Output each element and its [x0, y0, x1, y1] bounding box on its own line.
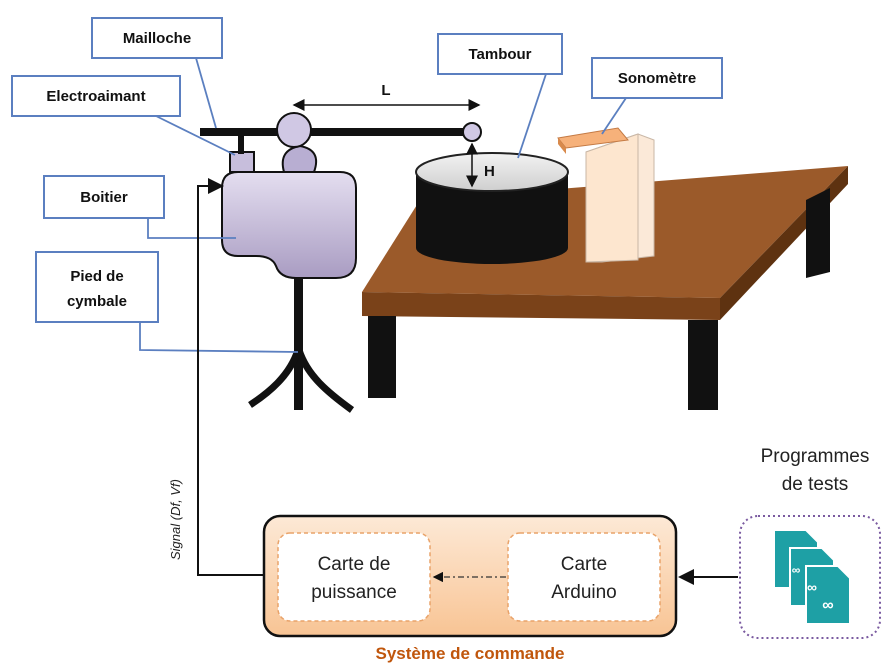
table-leg-back-right	[806, 188, 830, 278]
cymbal-stand	[248, 278, 355, 413]
label-pied-line2: cymbale	[67, 293, 127, 310]
programs-label-line2: de tests	[782, 474, 849, 495]
leader-tambour	[517, 73, 547, 159]
table-leg-front-right	[688, 320, 718, 410]
arduino-card-label-line1: Carte	[561, 554, 607, 575]
svg-text:∞: ∞	[822, 597, 833, 614]
table-front-edge	[362, 292, 720, 320]
leader-electroaimant	[155, 115, 236, 156]
label-mailloche: Mailloche	[123, 30, 191, 47]
height-label: H	[484, 163, 495, 180]
svg-text:∞: ∞	[792, 563, 801, 577]
control-system-title: Système de commande	[376, 644, 565, 663]
arduino-card-box	[507, 532, 661, 622]
label-box-sonometre	[591, 57, 723, 99]
leader-pied	[139, 322, 299, 353]
power-card-label-line1: Carte de	[318, 554, 391, 575]
power-card-label-line2: puissance	[311, 582, 397, 603]
drum	[415, 152, 569, 264]
arduino-card-label-line2: Arduino	[551, 582, 617, 603]
label-box-electroaimant	[11, 75, 181, 117]
label-pied-line1: Pied de	[70, 268, 123, 285]
label-box-mailloche	[91, 17, 223, 59]
boitier-neck	[281, 144, 318, 173]
label-tambour: Tambour	[468, 46, 531, 63]
programs-label-line1: Programmes	[761, 446, 870, 467]
power-card-box	[277, 532, 431, 622]
signal-label: Signal (Df, Vf)	[168, 479, 183, 560]
label-box-boitier	[43, 175, 165, 219]
svg-text:∞: ∞	[807, 579, 817, 595]
leader-sonometre	[601, 97, 627, 135]
label-sonometre: Sonomètre	[618, 70, 696, 87]
leader-boitier	[147, 218, 236, 239]
table-leg-front-left	[368, 316, 396, 398]
boitier-box	[221, 171, 357, 279]
signal-wire	[197, 178, 264, 576]
label-electroaimant: Electroaimant	[46, 88, 145, 105]
leader-mailloche	[195, 57, 217, 129]
length-label: L	[381, 82, 390, 99]
mallet	[200, 112, 482, 154]
label-box-pied	[35, 251, 159, 323]
label-box-tambour	[437, 33, 563, 75]
arduino-file-icon: ∞ ∞ ∞	[773, 529, 851, 625]
label-boitier: Boitier	[80, 189, 128, 206]
sound-meter	[557, 127, 655, 263]
